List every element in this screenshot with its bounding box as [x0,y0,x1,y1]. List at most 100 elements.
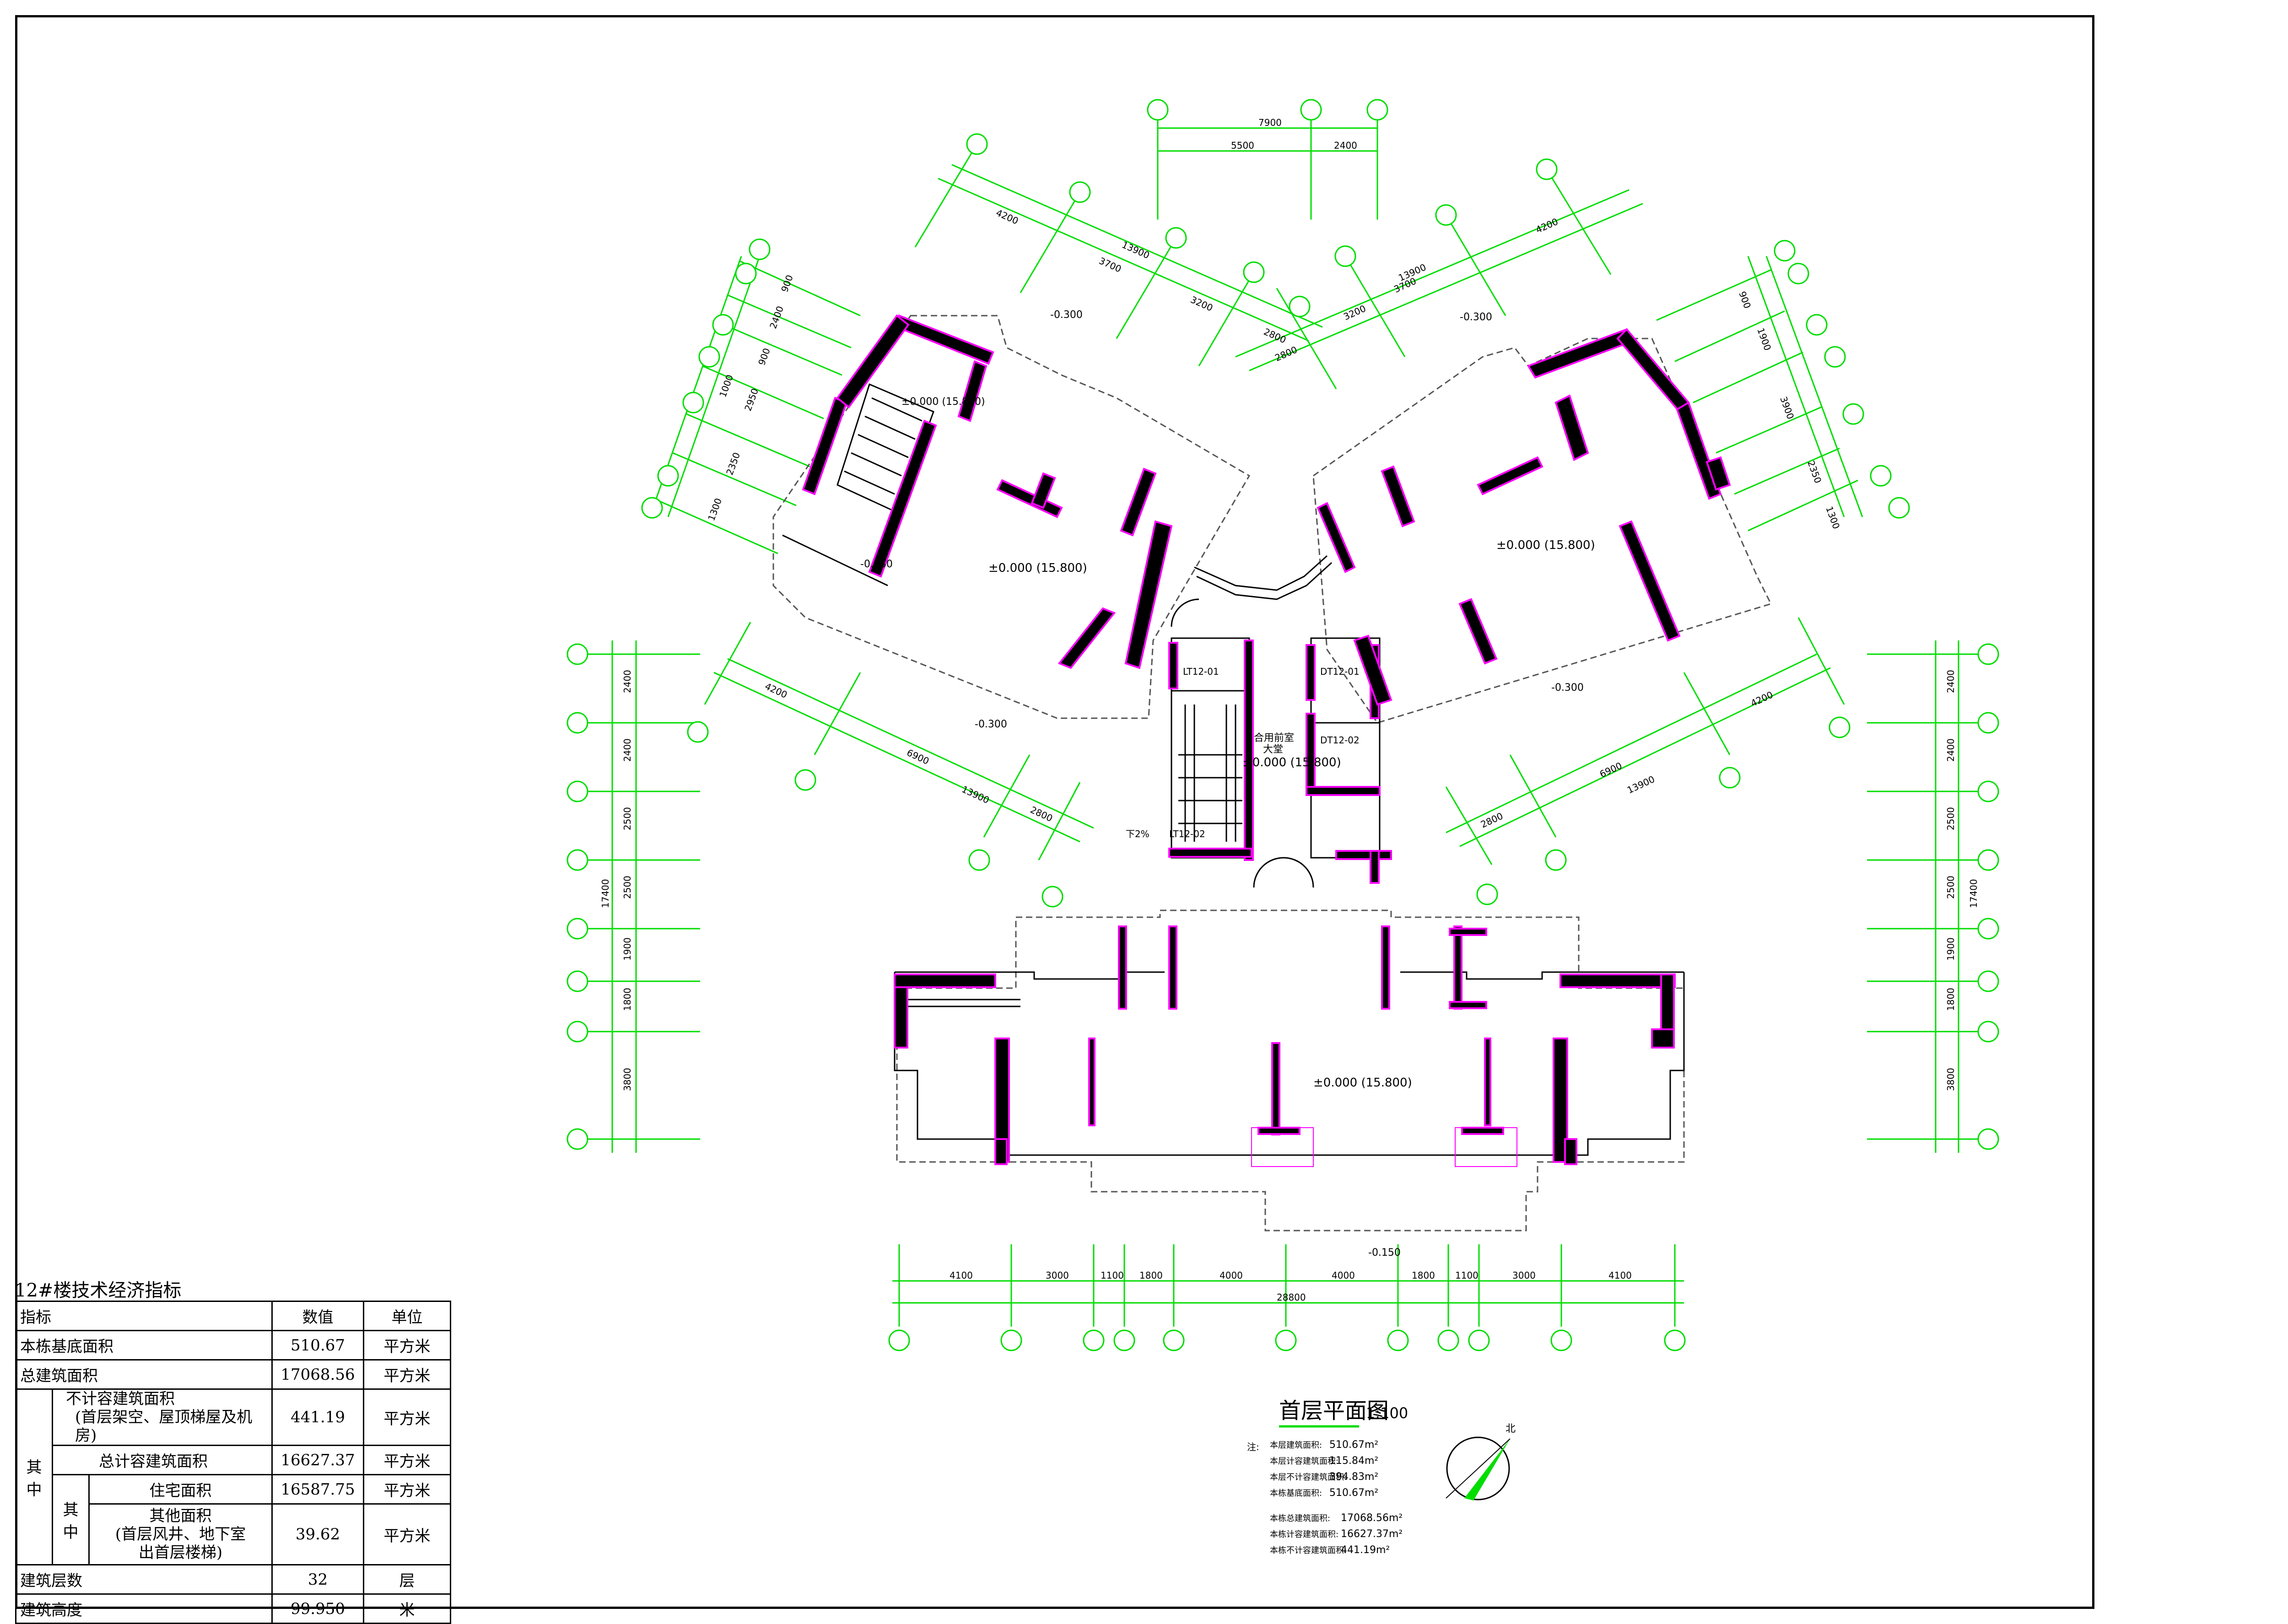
dim-bottom-5: 4000 [1332,1270,1355,1281]
dim-top-total: 7900 [1258,117,1282,128]
elevation-right-outside: -0.300 [1551,682,1584,694]
dim-right-total: 17400 [1968,879,1979,908]
north-arrow-icon: 北 [1446,1423,1516,1500]
row-value: 17068.56 [271,1359,364,1390]
drawing-frame [15,15,2094,1609]
area-note-label-5: 本栋计容建筑面积: [1270,1530,1338,1539]
dim-far-left-4: 2950 [742,387,761,413]
dim-far-left-2: 900 [756,347,772,367]
area-note-value-2: 394.83m² [1329,1471,1378,1483]
area-note-value-3: 510.67m² [1329,1487,1378,1499]
area-note-label-6: 本栋不计容建筑面积: [1270,1546,1347,1555]
dim-left-0: 2400 [622,670,633,693]
dim-ll-2: 2800 [1029,804,1054,824]
dim-right-0: 2400 [1945,670,1956,693]
dim-left-1: 2400 [622,738,633,762]
row-value: 32 [271,1564,364,1595]
dim-top-1: 2400 [1334,140,1357,151]
area-note-value-6: 441.19m² [1341,1544,1390,1556]
dim-far-right-1: 1900 [1755,327,1773,352]
elevation-bottom-room: ±0.000 (15.800) [1313,1076,1412,1090]
dim-left-3: 2500 [622,876,633,899]
table-row: 其他面积 (首层风井、地下室 出首层楼梯) 39.62 平方米 [16,1503,451,1565]
table-row: 本栋基底面积 510.67 平方米 [15,1330,451,1361]
dim-ll-total: 13900 [960,784,991,806]
dim-bottom-9: 4100 [1608,1270,1632,1281]
dim-far-right-0: 900 [1737,290,1753,310]
dim-top-0: 5500 [1231,140,1254,151]
dim-bottom-8: 3000 [1512,1270,1536,1281]
dim-bottom-4: 4000 [1220,1270,1243,1281]
dim-bottom-6: 1800 [1412,1270,1435,1281]
north-label: 北 [1506,1423,1516,1435]
row-label: 不计容建筑面积 (首层架空、屋顶梯屋及机房) [52,1388,273,1446]
dim-left-total: 17400 [600,879,611,908]
dim-far-left-5: 2350 [724,451,742,477]
dimension-labels: 4100 3000 1100 1800 4000 4000 1800 1100 … [950,117,1632,1303]
dim-ul-2: 3200 [1189,294,1214,314]
tech-index-table: 指标 数值 单位 本栋基底面积 510.67 平方米 总建筑面积 17068.5… [15,1301,451,1624]
table-row: 总计容建筑面积 16627.37 平方米 [16,1445,451,1475]
row-value: 99.950 [271,1593,364,1624]
row-unit: 平方米 [363,1359,451,1390]
dim-far-left-1: 2400 [767,305,786,330]
room-label-dt2: DT12-02 [1320,735,1360,746]
plan-lines [782,383,1685,1156]
plan-annotations: LT12-01 LT12-02 DT12-01 DT12-02 合用前室 大堂 … [860,309,1595,1258]
area-note-label-0: 本层建筑面积: [1270,1441,1322,1450]
dim-far-right-3: 2350 [1805,459,1824,485]
row-unit: 平方米 [363,1388,451,1446]
dim-left-6: 3800 [622,1068,633,1091]
table-row: 建筑层数 32 层 [15,1564,451,1595]
dim-far-left-6: 1300 [706,497,724,522]
header-unit: 单位 [363,1301,451,1331]
table-header-row: 指标 数值 单位 [15,1301,451,1331]
dim-lr-0: 4200 [1749,689,1775,709]
dim-ul-total: 13900 [1120,239,1151,261]
row-unit: 平方米 [363,1503,451,1565]
row-value: 16587.75 [271,1474,364,1505]
row-label-line1: 其他面积 [149,1507,212,1525]
elevation-core: ±0.000 (15.800) [1242,756,1341,769]
row-label: 建筑高度 [15,1593,273,1624]
elevation-right-room: ±0.000 (15.800) [1496,538,1595,552]
dim-right-5: 1800 [1945,988,1956,1011]
dim-left-2: 2500 [622,807,633,830]
dim-right-3: 2500 [1945,876,1956,899]
room-label-lobby: 合用前室 [1254,732,1294,744]
axis-grid [586,110,1981,1327]
header-indicator: 指标 [15,1301,273,1331]
row-label: 建筑层数 [15,1564,273,1595]
dim-far-left-3: 1000 [717,373,735,399]
room-label-dt1: DT12-01 [1320,666,1360,677]
dim-ll-1: 6900 [905,747,931,767]
area-note-label-3: 本栋基底面积: [1270,1489,1322,1498]
notes-label: 注: [1247,1441,1259,1452]
drawing-title-block: 首层平面图 1:100 注: 本层建筑面积: 510.67m² 本层计容建筑面积… [1247,1398,1516,1556]
row-value: 16627.37 [271,1445,364,1475]
elevation-bottom-outside: -0.150 [1368,1247,1401,1258]
row-unit: 平方米 [363,1474,451,1505]
dim-bottom-2: 1100 [1101,1270,1124,1281]
row-label: 住宅面积 [88,1474,273,1505]
table-row: 其中 不计容建筑面积 (首层架空、屋顶梯屋及机房) 441.19 平方米 [15,1388,451,1565]
row-unit: 平方米 [363,1445,451,1475]
elevation-stair: -0.030 [860,559,893,570]
elevation-left-room: ±0.000 (15.800) [988,561,1087,575]
dim-left-4: 1900 [622,937,633,961]
row-label: 其他面积 (首层风井、地下室 出首层楼梯) [88,1503,273,1565]
row-label: 总建筑面积 [15,1359,273,1390]
elevation-top-right: -0.300 [1460,312,1492,323]
dim-right-6: 3800 [1945,1068,1956,1091]
of-which-inner: 其中 [52,1474,90,1565]
header-value: 数值 [271,1301,364,1331]
table-row: 其中 住宅面积 16587.75 平方米 [16,1474,451,1565]
drawing-scale: 1:100 [1366,1404,1408,1422]
row-label: 总计容建筑面积 [52,1445,273,1475]
dim-bottom-total: 28800 [1277,1292,1306,1303]
area-note-value-4: 17068.56m² [1341,1512,1403,1524]
dim-far-right-2: 3900 [1778,395,1796,421]
table-row: 总建筑面积 17068.56 平方米 [15,1359,451,1390]
room-label-lt2: LT12-02 [1169,828,1205,839]
outline-dashed [772,315,1772,1231]
